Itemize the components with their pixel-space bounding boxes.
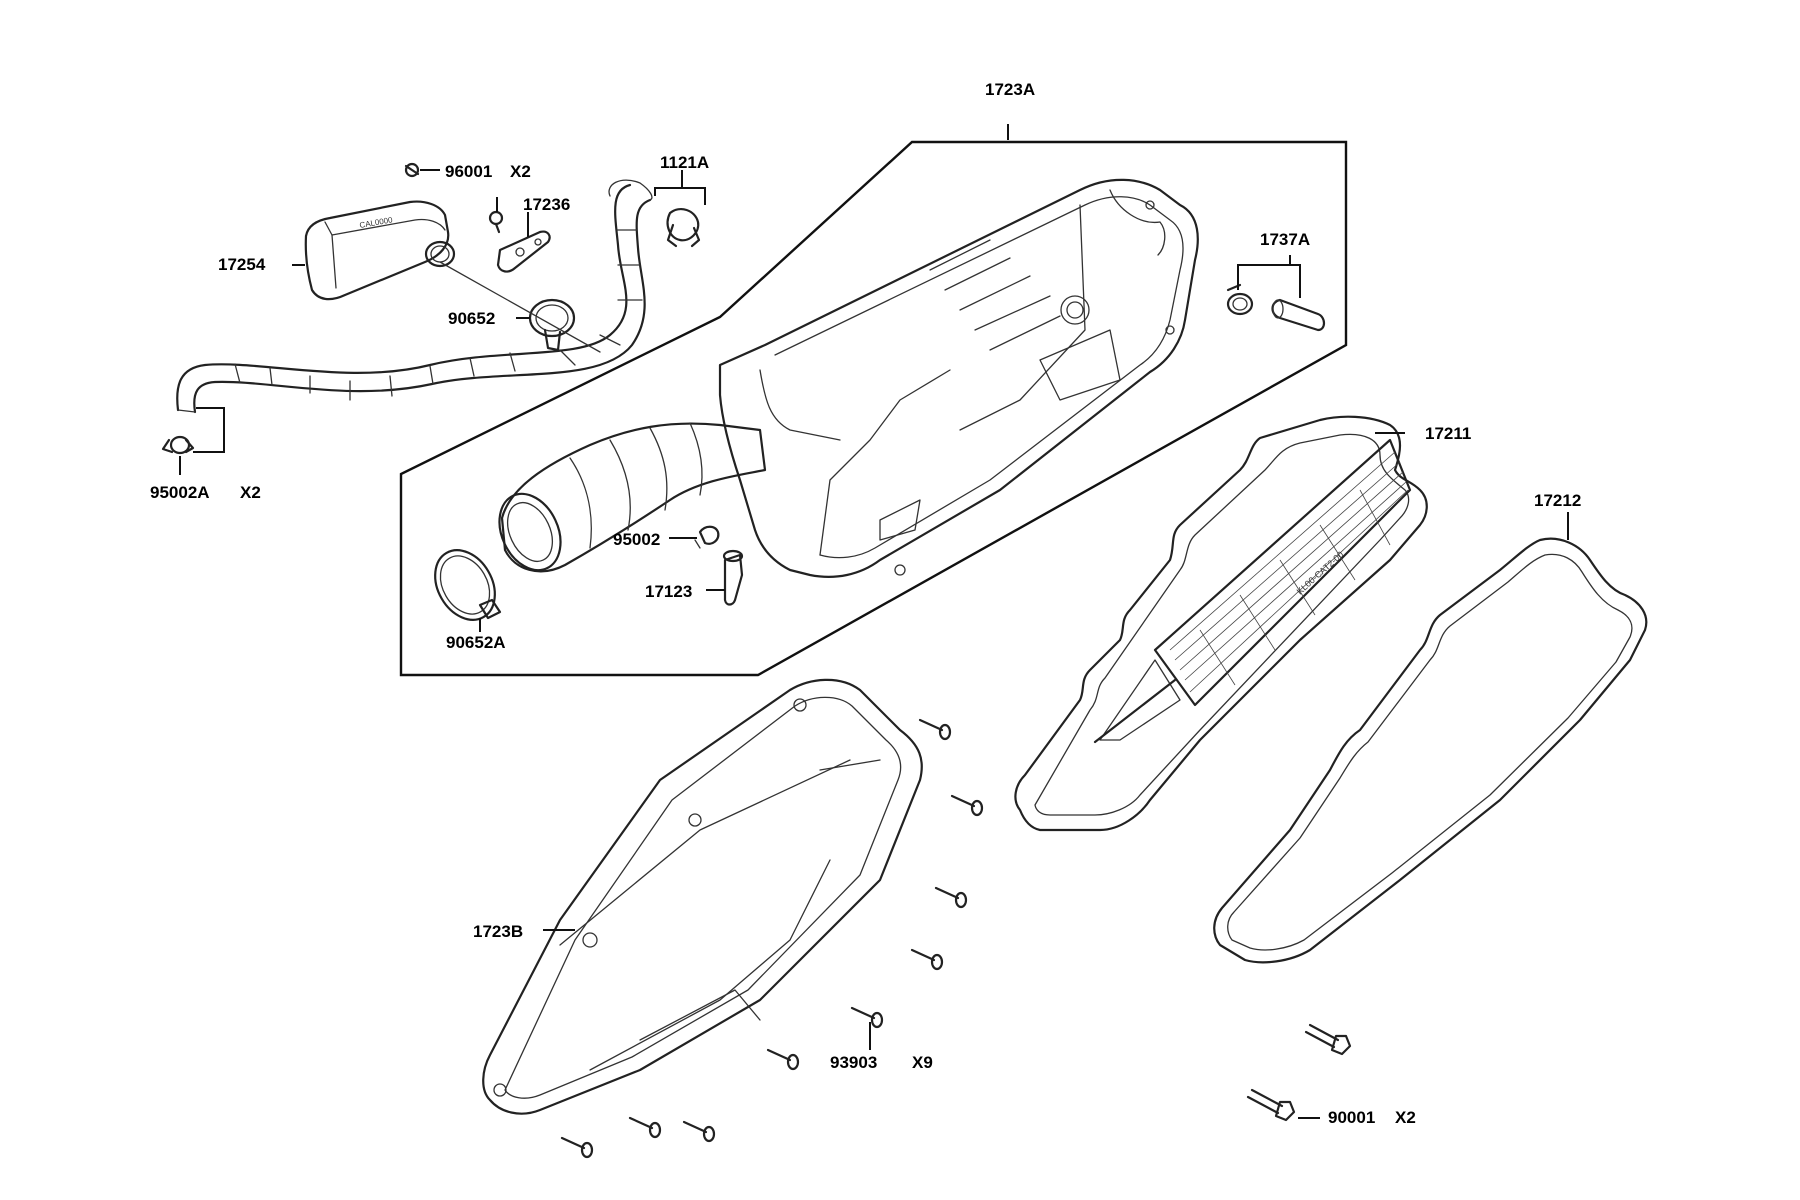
bracket-17236 <box>496 230 551 273</box>
label-1723B: 1723B <box>473 922 523 941</box>
air-cleaner-case <box>718 178 1199 578</box>
screw <box>950 794 984 817</box>
drain-plug-17123 <box>722 549 744 606</box>
label-96001: 96001 <box>445 162 492 181</box>
breather-hose <box>176 179 653 414</box>
bolt <box>1304 1023 1352 1056</box>
label-96001-qty: X2 <box>510 162 531 181</box>
duct-band-90652A <box>434 549 502 621</box>
screw <box>934 886 968 909</box>
label-90001: 90001 <box>1328 1108 1375 1127</box>
label-95002A: 95002A <box>150 483 210 502</box>
screw <box>910 948 944 971</box>
screw <box>560 1136 594 1159</box>
air-cleaner-cover <box>482 678 923 1115</box>
label-1737A: 1737A <box>1260 230 1310 249</box>
intake-duct <box>498 422 767 573</box>
screw <box>766 1048 800 1071</box>
label-90652A: 90652A <box>446 633 506 652</box>
small-clamp-1737A <box>1226 283 1254 316</box>
label-17123: 17123 <box>645 582 692 601</box>
screw <box>918 718 952 741</box>
screw <box>628 1116 662 1139</box>
drain-plug-1737A <box>1271 298 1326 332</box>
bolt-96001 <box>404 162 420 178</box>
clip-95002 <box>694 525 720 549</box>
label-17211: 17211 <box>1425 424 1471 443</box>
label-93903-qty: X9 <box>912 1053 933 1072</box>
assembly-group-frame <box>399 124 1348 677</box>
hose-clamp-upper <box>666 208 701 248</box>
label-17212: 17212 <box>1534 491 1581 510</box>
label-95002A-qty: X2 <box>240 483 261 502</box>
screw <box>682 1120 716 1143</box>
screw <box>850 1006 884 1029</box>
cover-screws <box>560 718 984 1159</box>
label-17254: 17254 <box>218 255 266 274</box>
label-1121A: 1121A <box>660 153 709 172</box>
leader-lines <box>179 169 1569 1119</box>
bolt <box>1246 1088 1296 1122</box>
label-93903: 93903 <box>830 1053 877 1072</box>
resonator-chamber: CAL0000 <box>304 200 456 301</box>
resonator-stamp: CAL0000 <box>359 215 394 230</box>
gasket <box>1213 537 1648 964</box>
label-90001-qty: X2 <box>1395 1108 1416 1127</box>
callout-labels: 1723A 96001 X2 1121A 17236 1737A 17254 9… <box>150 80 1581 1127</box>
filter-stamp: KL00-CAT2-00 <box>1295 549 1346 596</box>
label-17236: 17236 <box>523 195 570 214</box>
label-95002: 95002 <box>613 530 660 549</box>
hose-clamp-lower <box>161 435 195 455</box>
bolts-90001 <box>1246 1023 1352 1122</box>
filter-element: KL00-CAT2-00 <box>1014 415 1428 832</box>
screw-small <box>488 210 504 234</box>
label-1723A: 1723A <box>985 80 1035 99</box>
label-90652: 90652 <box>448 309 495 328</box>
